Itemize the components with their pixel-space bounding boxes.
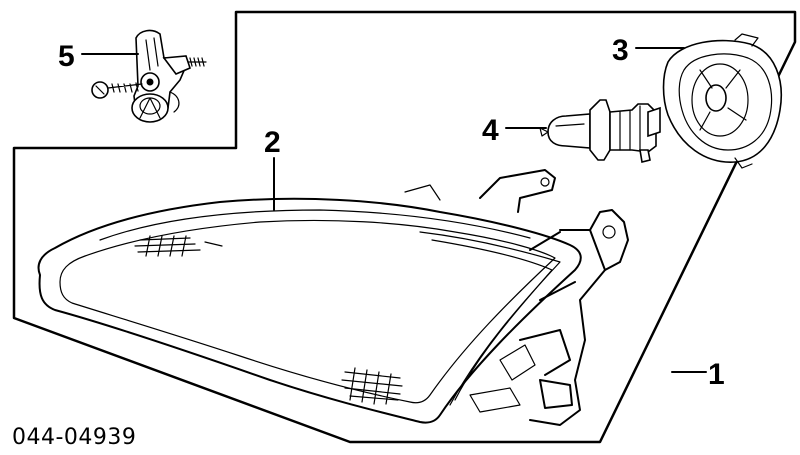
callout-1: 1: [708, 358, 725, 391]
callout-4: 4: [482, 114, 499, 147]
callout-5: 5: [58, 40, 75, 73]
part-number-label: 044-04939: [12, 425, 136, 450]
lens-texture-upper: [134, 235, 223, 257]
callout-2: 2: [264, 126, 281, 159]
bulb-dust-cover: [662, 33, 782, 169]
headlight-housing: [404, 169, 629, 426]
lens-texture-lower: [341, 367, 403, 405]
halogen-bulb: [539, 99, 661, 163]
headlight-adjuster: [91, 29, 207, 123]
headlight-lens: [37, 197, 582, 424]
assembly-frame: [12, 10, 797, 444]
callout-3: 3: [612, 34, 629, 67]
